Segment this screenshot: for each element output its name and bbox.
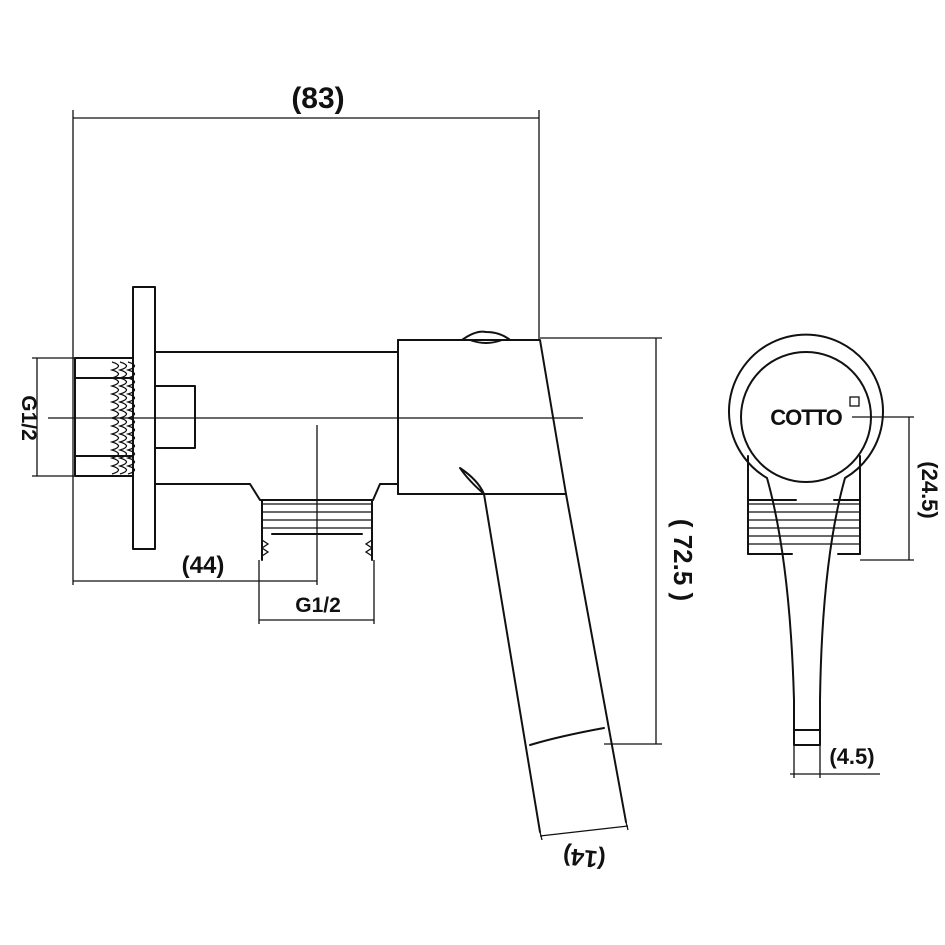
dim-overall-length: (83)	[72, 82, 540, 585]
left-thread-connector	[74, 357, 136, 477]
side-view: COTTO (24.5) (4.5)	[728, 333, 942, 778]
dim-handle-width: (14)	[539, 821, 629, 873]
dim-outlet-thread: G1/2	[258, 560, 375, 624]
dim-label-44: (44)	[182, 552, 225, 579]
logo-square-icon	[849, 396, 860, 407]
inner-stub	[154, 385, 196, 449]
brand-logo: COTTO	[770, 405, 842, 430]
side-thread	[747, 455, 861, 555]
dim-label-83: (83)	[291, 82, 344, 115]
dim-label-14: (14)	[562, 842, 607, 873]
dim-inlet-thread: G1/2	[17, 357, 75, 477]
dim-label-4-5: (4.5)	[829, 744, 874, 769]
sprayer-grip	[483, 493, 627, 833]
sprayer-head	[397, 339, 567, 495]
trigger-notch	[461, 330, 511, 344]
dim-label-inlet-g12: G1/2	[17, 395, 40, 441]
dim-label-72-5: ( 72.5 )	[668, 519, 698, 601]
dim-side-thickness: (4.5)	[790, 744, 880, 778]
dim-label-24-5: (24.5)	[917, 461, 942, 518]
dim-label-outlet-g12: G1/2	[295, 594, 341, 617]
dim-outlet-offset: (44)	[73, 552, 317, 582]
dim-side-height: (24.5)	[852, 416, 942, 561]
dim-height: ( 72.5 )	[540, 337, 698, 745]
front-view: (83) (44) G1/2 G1/2 ( 72.5 )	[17, 82, 698, 873]
side-head	[728, 333, 884, 746]
